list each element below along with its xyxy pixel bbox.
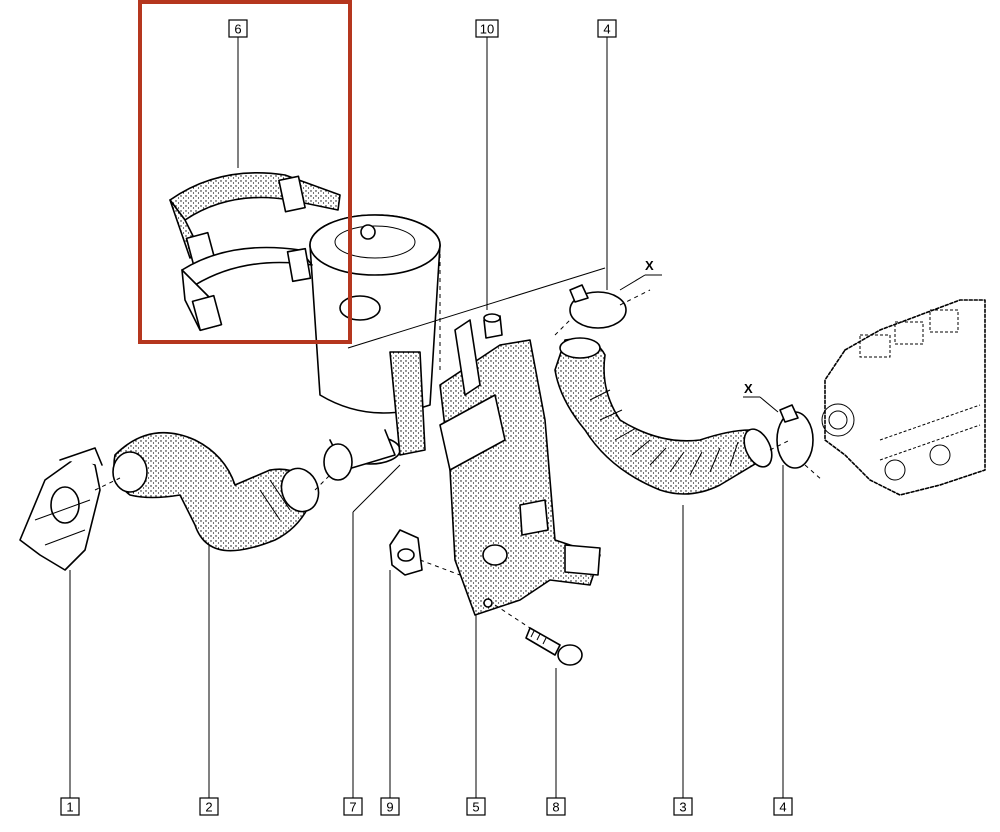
callout-2: 2: [199, 797, 219, 816]
marker-x-upper-label: X: [645, 258, 654, 273]
part-4-hose-clamp-lower: [776, 404, 814, 469]
marker-x-upper: X: [619, 258, 662, 291]
callout-1-label: 1: [66, 800, 73, 815]
part-4-hose-clamp-upper: [569, 284, 627, 329]
engine-block: [821, 299, 986, 496]
part-8-bolt: [525, 627, 583, 666]
part-5-resonator-box: [439, 319, 601, 616]
callout-8-label: 8: [552, 800, 559, 815]
callout-3: 3: [673, 797, 693, 816]
callout-5-label: 5: [472, 800, 479, 815]
callout-10: 10: [475, 19, 499, 38]
part-3-corrugated-hose: [554, 337, 773, 495]
callout-7-label: 7: [349, 800, 356, 815]
part-6-retaining-straps: [169, 172, 341, 332]
leader-lines: [69, 37, 784, 798]
callout-1: 1: [60, 797, 80, 816]
callout-2-label: 2: [205, 800, 212, 815]
marker-x-lower-label: X: [744, 381, 753, 396]
callout-8: 8: [546, 797, 566, 816]
part-10-sleeve: [483, 313, 503, 339]
part-2-intake-duct: [112, 432, 320, 552]
callout-4-bottom-label: 4: [779, 800, 786, 815]
callout-9-label: 9: [386, 800, 393, 815]
callout-4-top: 4: [597, 19, 617, 38]
callout-7: 7: [343, 797, 363, 816]
callout-4-top-label: 4: [603, 22, 610, 37]
highlight-frame: [138, 0, 352, 344]
part-9-clip: [389, 529, 423, 576]
marker-x-lower: X: [743, 381, 779, 413]
part-7-foam-pad: [389, 351, 426, 456]
callout-9: 9: [380, 797, 400, 816]
callout-3-label: 3: [679, 800, 686, 815]
callout-10-label: 10: [480, 22, 494, 37]
assembly-lines: [94, 250, 823, 629]
callout-4-bottom: 4: [773, 797, 793, 816]
callout-6-label: 6: [234, 22, 241, 37]
callout-6: 6: [228, 19, 248, 38]
callout-5: 5: [466, 797, 486, 816]
part-1-intake-bracket: [19, 447, 103, 571]
